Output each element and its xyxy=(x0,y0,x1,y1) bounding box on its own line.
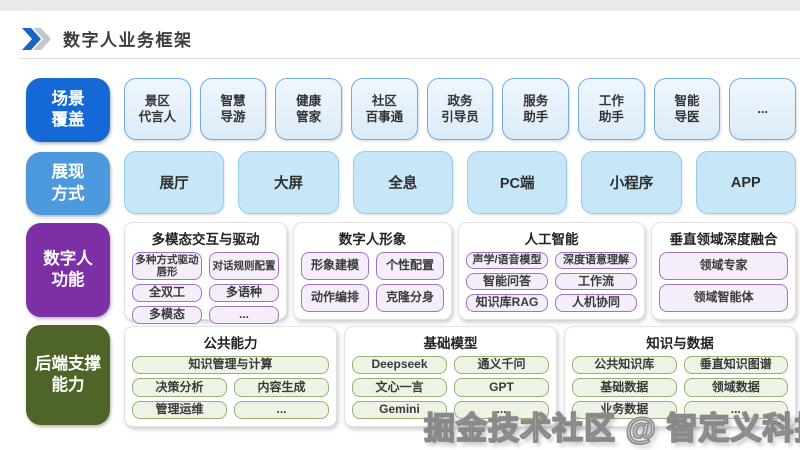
display-chip: 大屏 xyxy=(238,151,339,214)
group-box: 垂直领域深度融合领域专家领域智能体 xyxy=(651,222,796,320)
group-items: 知识管理与计算决策分析内容生成管理运维... xyxy=(132,356,329,419)
rail-label-4: 后端支撑 能力 xyxy=(26,325,110,425)
group-title: 公共能力 xyxy=(203,336,258,351)
group-title: 数字人形象 xyxy=(338,232,407,247)
function-item: 多语种 xyxy=(209,284,279,302)
function-item: 工作流 xyxy=(555,272,637,291)
group-title: 垂直领域深度融合 xyxy=(669,232,778,247)
watermark-text: 掘金技术社区 @ 智定义科技 xyxy=(423,410,800,446)
rail-label-3: 数字人 功能 xyxy=(26,223,110,317)
group-items: 形象建模个性配置动作编排克隆分身 xyxy=(301,252,444,312)
function-item: 深度语意理解 xyxy=(555,252,637,269)
group-title: 人工智能 xyxy=(524,232,579,247)
backend-item: ... xyxy=(234,400,329,419)
scene-chip: 健康 管家 xyxy=(275,78,343,140)
group-box: 基础模型 Deepseek 通义千问文心一言 GPT Gemini... xyxy=(344,326,557,427)
slide-header: 数字人业务框架 xyxy=(22,26,193,51)
group-box: 人工智能声学/语音模型深度语意理解智能问答工作流知识库RAG 人机协同 xyxy=(458,222,645,320)
display-chip: 小程序 xyxy=(581,151,682,214)
group-box: 公共能力知识管理与计算决策分析内容生成管理运维... xyxy=(124,326,337,427)
backend-item: 知识管理与计算 xyxy=(132,356,329,375)
function-item: 多种方式驱动唇形 xyxy=(132,252,202,281)
digital-human-functions-row: 多模态交互与驱动多种方式驱动唇形对话规则配置全双工多语种多模态...数字人形象形… xyxy=(124,222,796,324)
backend-item: 垂直知识图谱 xyxy=(683,356,788,375)
header-divider xyxy=(18,58,800,59)
group-items: Deepseek 通义千问文心一言 GPT Gemini... xyxy=(352,356,549,419)
backend-item: 公共知识库 xyxy=(572,356,677,375)
function-item: 声学/语音模型 xyxy=(466,252,548,269)
function-item: 领域智能体 xyxy=(659,284,788,312)
function-item: 全双工 xyxy=(132,284,202,302)
backend-item: 文心一言 xyxy=(352,378,447,397)
display-chip: APP xyxy=(695,151,796,214)
backend-item: ... xyxy=(454,400,549,419)
rail-label-2: 展现 方式 xyxy=(26,152,110,215)
group-items: 领域专家领域智能体 xyxy=(659,252,788,312)
function-item: 克隆分身 xyxy=(376,284,444,312)
function-item: 形象建模 xyxy=(301,252,369,280)
backend-item: 业务数据 xyxy=(572,400,677,419)
backend-item: GPT xyxy=(454,378,549,397)
rail-label-1: 场景 覆盖 xyxy=(26,78,110,142)
group-items: 多种方式驱动唇形对话规则配置全双工多语种多模态... xyxy=(132,252,279,324)
group-title: 多模态交互与驱动 xyxy=(151,232,260,247)
function-item: 智能问答 xyxy=(466,272,548,291)
function-item: 领域专家 xyxy=(659,252,788,280)
function-item: 个性配置 xyxy=(376,252,444,280)
scene-chip: 政务 引导员 xyxy=(426,78,494,140)
function-item: ... xyxy=(209,305,279,324)
display-chip: 展厅 xyxy=(124,151,225,214)
scene-chip: 智能 导医 xyxy=(653,78,721,140)
backend-item: ... xyxy=(683,400,788,419)
scene-chip: 智慧 导游 xyxy=(199,78,267,140)
group-box: 多模态交互与驱动多种方式驱动唇形对话规则配置全双工多语种多模态... xyxy=(124,222,287,324)
double-chevron-right-icon xyxy=(22,27,51,50)
scene-coverage-row: 景区 代言人智慧 导游健康 管家社区 百事通政务 引导员服务 助手工作 助手智能… xyxy=(124,78,797,140)
group-box: 知识与数据公共知识库垂直知识图谱基础数据领域数据业务数据... xyxy=(564,326,796,427)
scene-chip: 服务 助手 xyxy=(502,78,570,140)
scene-chip: 景区 代言人 xyxy=(124,78,191,140)
backend-item: Gemini xyxy=(352,400,447,419)
scene-chip: 社区 百事通 xyxy=(351,78,418,140)
scene-chip: 工作 助手 xyxy=(578,78,645,140)
backend-item: 管理运维 xyxy=(132,400,227,419)
backend-item: 通义千问 xyxy=(454,356,549,375)
function-item: 人机协同 xyxy=(555,294,637,313)
display-chip: PC端 xyxy=(466,151,568,214)
group-title: 基础模型 xyxy=(423,336,478,351)
scene-chip: ... xyxy=(729,78,797,140)
group-title: 知识与数据 xyxy=(646,336,714,351)
backend-item: 基础数据 xyxy=(572,378,677,397)
backend-item: 领域数据 xyxy=(683,378,788,397)
backend-item: Deepseek xyxy=(352,356,447,375)
function-item: 动作编排 xyxy=(301,284,369,312)
top-gray-bar xyxy=(0,0,800,11)
group-box: 数字人形象形象建模个性配置动作编排克隆分身 xyxy=(293,222,452,320)
function-item: 对话规则配置 xyxy=(209,252,279,281)
group-items: 声学/语音模型深度语意理解智能问答工作流知识库RAG 人机协同 xyxy=(466,252,637,313)
display-chip: 全息 xyxy=(352,151,453,214)
function-item: 知识库RAG xyxy=(466,294,548,313)
page-title: 数字人业务框架 xyxy=(63,31,193,50)
group-items: 公共知识库垂直知识图谱基础数据领域数据业务数据... xyxy=(572,356,788,419)
backend-support-row: 公共能力知识管理与计算决策分析内容生成管理运维... 基础模型 Deepseek 通义… xyxy=(124,326,796,427)
backend-item: 决策分析 xyxy=(132,378,227,397)
function-item: 多模态 xyxy=(132,305,202,324)
backend-item: 内容生成 xyxy=(234,378,329,397)
